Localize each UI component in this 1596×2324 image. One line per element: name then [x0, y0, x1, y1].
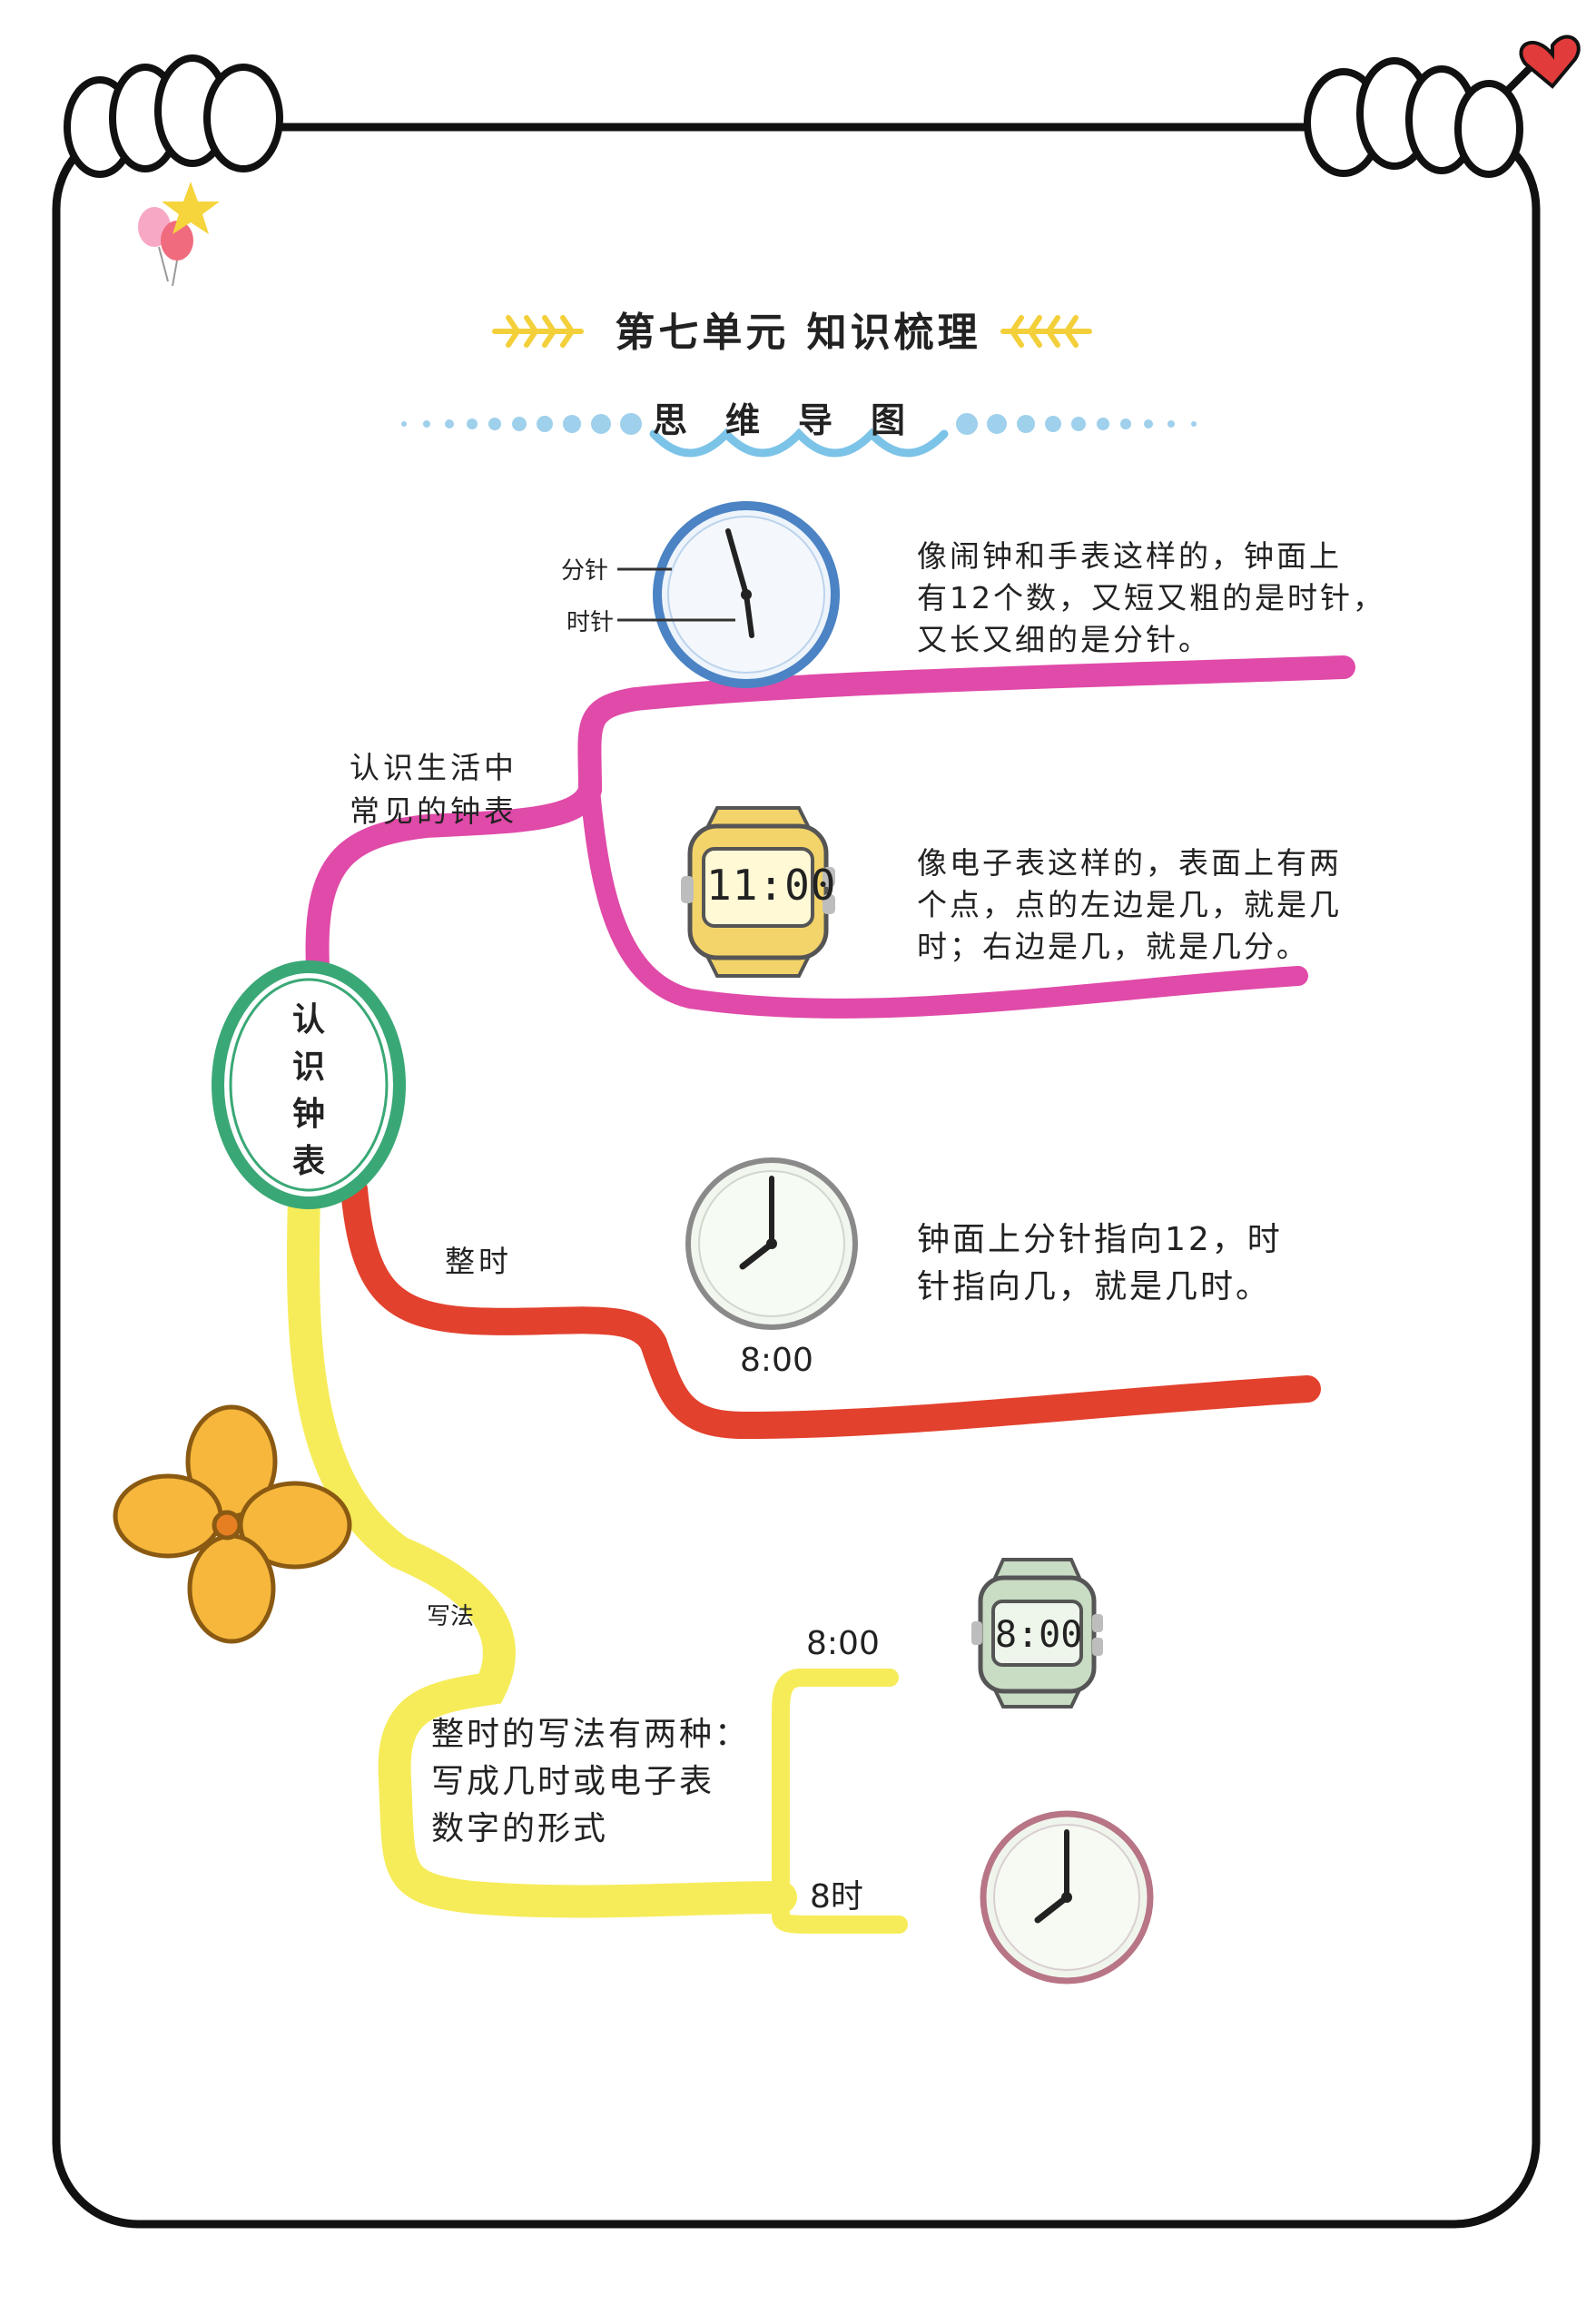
branch-clock-label: 认识生活中 常见的钟表: [350, 750, 517, 829]
heart-icon: [1519, 34, 1581, 89]
center-node-label: 认 识 钟 表: [291, 1001, 325, 1180]
branch-hour-label: 整时: [445, 1244, 512, 1279]
write-digital-label: 8:00: [806, 1625, 880, 1662]
write-description: 整时的写法有两种： 写成几时或电子表 数字的形式: [431, 1716, 751, 1847]
balloons-icon: [138, 207, 193, 287]
hour-clock-time-label: 8:00: [740, 1342, 813, 1379]
write-word-label: 8时: [810, 1878, 863, 1915]
branch-write-label: 写法: [427, 1603, 475, 1630]
digital-watch-yellow-time: 11:00: [706, 861, 837, 910]
digital-watch-green-time: 8:00: [995, 1614, 1083, 1656]
dot-line-left: [401, 413, 642, 435]
analog-clock-eight-pink: [980, 1810, 1154, 1984]
hour-description: 钟面上分针指向12，时 针指向几，就是几时。: [917, 1221, 1283, 1305]
digital-watch-description: 像电子表这样的，表面上有两 个点，点的左边是几，就是几 时；右边是几，就是几分。: [917, 845, 1342, 964]
pink-branch: [305, 655, 1355, 979]
page-subtitle: 思维导图: [652, 400, 943, 440]
hour-hand-label: 时针: [566, 609, 615, 636]
wave-ornament-icon: [649, 428, 949, 458]
wheat-ornament-icon: [492, 315, 1092, 348]
center-node-inner: [229, 978, 389, 1192]
star-icon: [162, 182, 220, 234]
hand-right-icon: [1304, 52, 1546, 178]
hand-left-icon: [64, 54, 283, 178]
minute-hand-label: 分针: [561, 557, 609, 585]
digital-watch-green: [971, 1558, 1103, 1709]
analog-clock-eight: [685, 1157, 858, 1330]
dot-line-right: [956, 413, 1197, 435]
pink-branch-lower: [580, 780, 1308, 1019]
center-node: [212, 960, 406, 1209]
analog-clock-description: 像闹钟和手表这样的，钟面上 有12个数，又短又粗的是时针， 又长又细的是分针。: [917, 538, 1385, 657]
flower-icon: [113, 1404, 352, 1644]
digital-watch-yellow: [681, 806, 835, 978]
page-title: 第七单元 知识梳理: [615, 310, 981, 356]
yellow-branch: [286, 1182, 797, 1918]
red-branch: [340, 1176, 1321, 1440]
analog-clock-blue: [653, 501, 840, 688]
yellow-bracket: [772, 1669, 908, 1934]
